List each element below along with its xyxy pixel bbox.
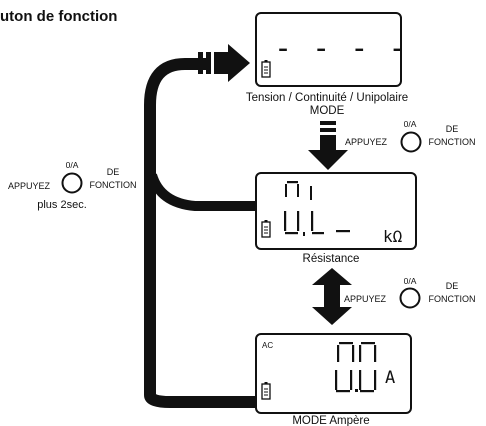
- resistance-unit: kΩ: [383, 227, 403, 246]
- appuyez-text: APPUYEZ: [345, 137, 388, 147]
- arrow-to-voltage-mode: [198, 44, 250, 82]
- button-symbol: 0/A: [66, 160, 79, 170]
- battery-icon: [261, 382, 271, 400]
- ampere-mode-label: MODE Ampère: [292, 415, 369, 426]
- resistance-label: Résistance: [303, 253, 360, 265]
- diagram-title: uton de fonction: [0, 8, 117, 25]
- display-voltage: - - - -: [255, 12, 407, 87]
- bracket-branch-resistance: [147, 173, 255, 211]
- appuyez-text: APPUYEZ: [8, 181, 51, 191]
- resistance-digits-top: [285, 181, 312, 200]
- fonction-text: FONCTION: [90, 180, 137, 190]
- battery-icon: [261, 220, 271, 238]
- de-text: DE: [107, 167, 120, 177]
- battery-icon: [261, 60, 271, 78]
- function-button-icon: [61, 172, 83, 194]
- press-function-1: APPUYEZ 0/A DE FONCTION: [345, 119, 476, 153]
- fonction-text: FONCTION: [429, 294, 476, 304]
- arrow-down-to-resistance: [308, 121, 348, 170]
- voltage-readout: - - - -: [274, 31, 407, 66]
- de-text: DE: [446, 124, 459, 134]
- function-button-icon: [399, 287, 421, 309]
- resistance-digits-bottom: [284, 211, 350, 236]
- voltage-mode-label-line2: MODE: [310, 105, 345, 117]
- display-resistance: kΩ: [255, 172, 417, 250]
- voltage-mode-label-line1: Tension / Continuité / Unipolaire: [246, 92, 408, 104]
- press-function-2: APPUYEZ 0/A DE FONCTION: [344, 276, 476, 309]
- return-bracket: [144, 58, 255, 408]
- de-text: DE: [446, 281, 459, 291]
- display-ampere: AC A: [255, 333, 412, 414]
- ampere-unit: A: [385, 368, 395, 388]
- button-symbol: 0/A: [404, 276, 417, 286]
- function-button-icon: [400, 131, 422, 153]
- ac-symbol: AC: [262, 341, 273, 350]
- press-function-left: APPUYEZ 0/A DE FONCTION plus 2sec.: [8, 160, 137, 211]
- ampere-digits: [335, 342, 377, 393]
- appuyez-text: APPUYEZ: [344, 294, 387, 304]
- hold-duration-text: plus 2sec.: [37, 199, 87, 211]
- button-symbol: 0/A: [404, 119, 417, 129]
- fonction-text: FONCTION: [429, 137, 476, 147]
- double-arrow-resistance-ampere: [312, 268, 352, 325]
